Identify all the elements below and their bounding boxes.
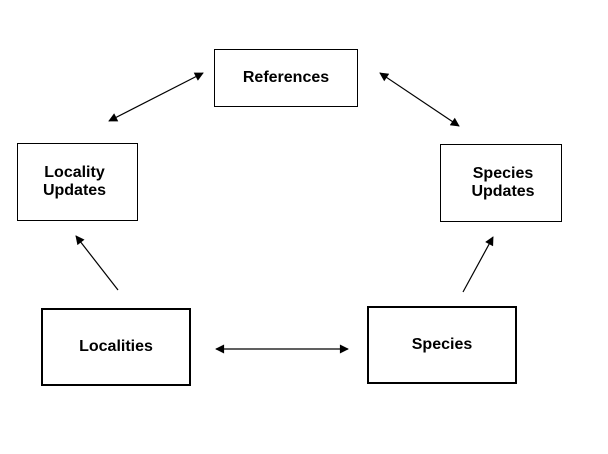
node-references: References (214, 49, 358, 107)
node-locality-updates-label: Locality Updates (42, 164, 107, 199)
node-localities-label: Localities (79, 338, 153, 355)
node-references-label: References (242, 69, 330, 86)
node-species-updates-label: Species Updates (471, 165, 535, 200)
node-localities: Localities (41, 308, 191, 386)
edge-localities-locality-updates (75, 235, 119, 291)
edge-species-species-updates (462, 236, 494, 293)
node-locality-updates: Locality Updates (17, 143, 138, 221)
node-species-label: Species (411, 336, 473, 353)
node-species-updates: Species Updates (440, 144, 562, 222)
edge-references-locality-updates (108, 72, 204, 122)
node-species: Species (367, 306, 517, 384)
edge-references-species-updates (379, 72, 460, 127)
